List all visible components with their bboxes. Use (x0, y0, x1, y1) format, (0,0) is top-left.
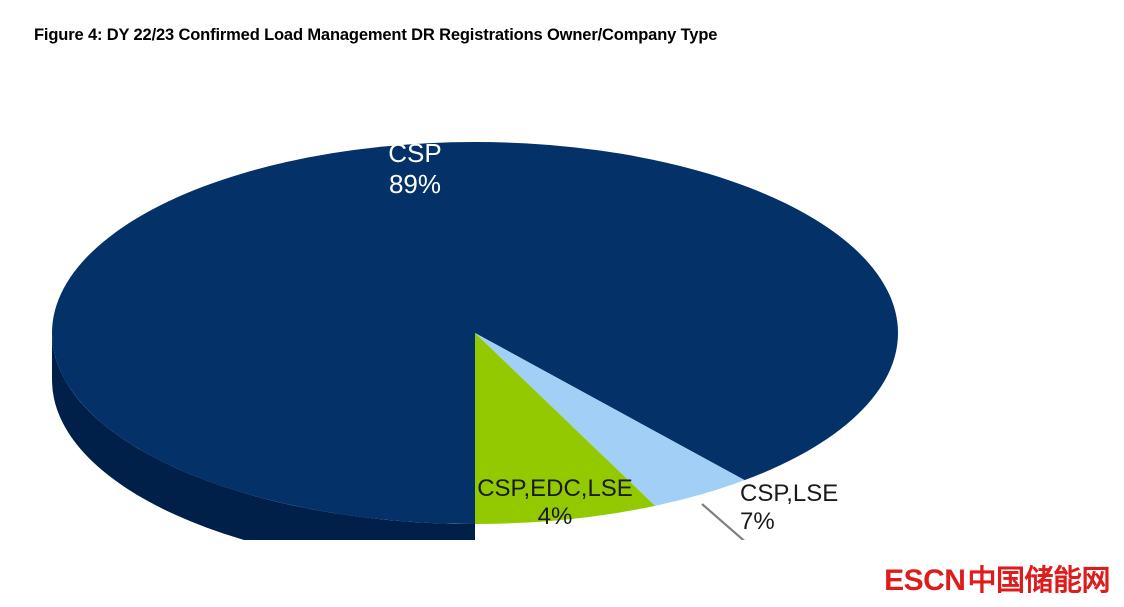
slice-label-csp-edc-lse-value: 4% (537, 503, 573, 531)
escn-watermark: ESCN 中国储能网 (884, 557, 1110, 599)
slice-side-csp (52, 333, 475, 540)
slice-label-csp-lse: CSP,LSE 7% (740, 480, 940, 537)
slice-top-csp-edc-lse (475, 333, 745, 506)
watermark-cjk-text: 中国储能网 (967, 563, 1110, 597)
pie-side-walls (52, 333, 475, 540)
pie-chart: CSP 89% CSP,EDC,LSE 4% CSP,LSE 7% (0, 60, 1124, 540)
slice-top-csp (52, 142, 899, 524)
pie-chart-svg (52, 142, 899, 540)
leader-line-csp-lse (701, 503, 745, 540)
figure-title: Figure 4: DY 22/23 Confirmed Load Manage… (34, 26, 718, 44)
watermark-latin-text: ESCN (884, 564, 966, 597)
slice-label-csp-lse-name: CSP,LSE (740, 480, 839, 507)
slice-label-csp-name: CSP (388, 138, 442, 168)
slice-label-csp-edc-lse-name: CSP,EDC,LSE (477, 475, 633, 502)
slice-label-csp: CSP 89% (300, 138, 530, 199)
pie-top-faces (52, 142, 899, 524)
slice-label-csp-value: 89% (388, 168, 442, 199)
slice-top-csp-lse (475, 333, 656, 524)
slice-label-csp-edc-lse: CSP,EDC,LSE 4% (425, 475, 685, 532)
slice-label-csp-lse-value: 7% (740, 508, 775, 536)
